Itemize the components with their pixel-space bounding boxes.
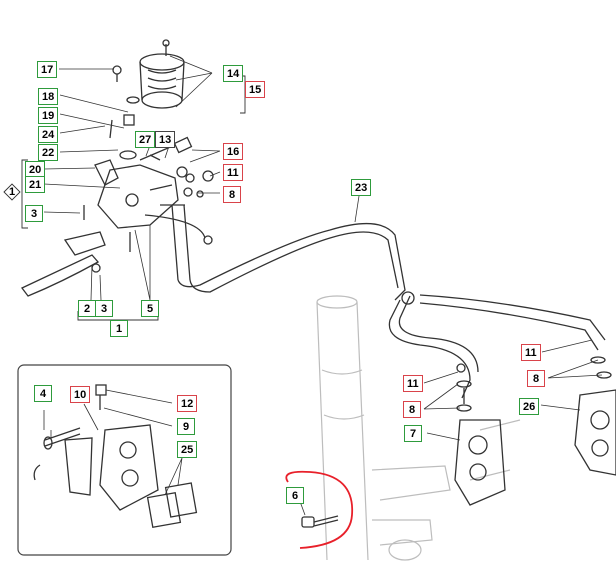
callout-11-mid: 11 [403,375,423,392]
callout-1-bottom: 1 [110,320,128,337]
callout-27: 27 [135,131,156,148]
callout-5: 5 [141,300,159,317]
callout-25: 25 [177,441,198,458]
callout-23: 23 [351,179,372,196]
callout-6: 6 [286,487,304,504]
inset-parts [33,384,198,528]
callout-19: 19 [38,107,59,124]
callout-7: 7 [404,425,422,442]
callout-4: 4 [34,385,52,402]
callout-3-top: 3 [25,205,43,222]
callout-10: 10 [70,386,91,403]
front-fork-leg [316,295,521,561]
callout-20: 20 [25,161,46,178]
callout-15: 15 [245,81,266,98]
brake-hoses [171,204,606,399]
caliper-left [454,363,506,506]
callout-22: 22 [38,144,59,161]
callout-8-right: 8 [527,370,545,387]
callout-21: 21 [25,176,46,193]
inset-panel [17,364,232,556]
callout-8-top: 8 [223,186,241,203]
callout-1-group: 1 [8,186,16,198]
callout-2: 2 [78,300,96,317]
caliper-right [574,356,616,476]
callout-12: 12 [177,395,198,412]
bolt-part-6 [301,515,339,528]
callout-11-right: 11 [521,344,541,361]
callout-24: 24 [38,126,59,143]
callout-3-bottom: 3 [95,300,113,317]
red-highlight-circle [285,470,353,549]
callout-26: 26 [519,398,540,415]
callout-11-top: 11 [223,164,243,181]
callout-13: 13 [155,131,176,148]
callout-9: 9 [177,418,195,435]
callout-18: 18 [38,88,59,105]
callout-17: 17 [37,61,58,78]
callout-14: 14 [223,65,244,82]
leader-lines [43,55,603,516]
callout-16: 16 [223,143,244,160]
callout-8-mid: 8 [403,401,421,418]
